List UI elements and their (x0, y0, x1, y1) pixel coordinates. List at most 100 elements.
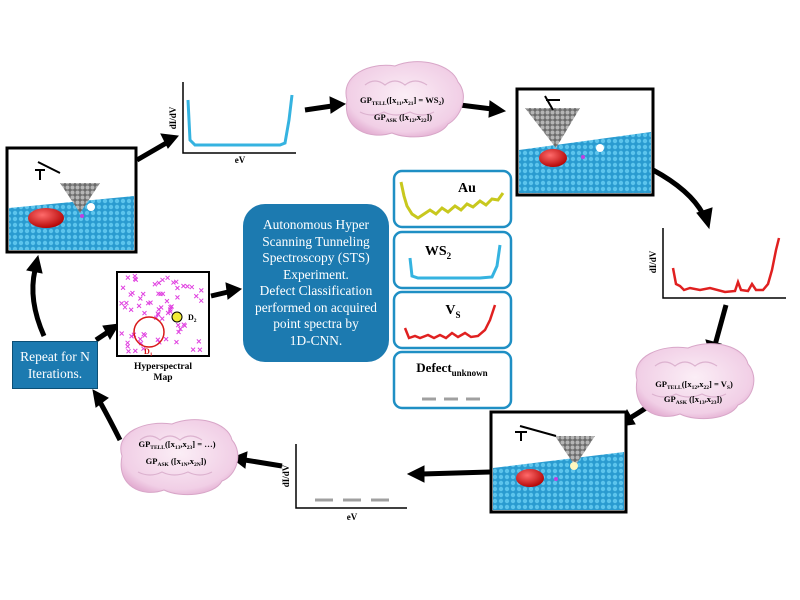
class-spectrum (399, 181, 505, 220)
stm-panel-top-right (515, 87, 655, 197)
class-panel-ws2: WS2 (392, 230, 513, 290)
description-line: Experiment. (283, 266, 349, 282)
map-marker (130, 290, 135, 296)
stm-tip (555, 436, 595, 466)
map-marker (164, 298, 170, 304)
map-marker (136, 303, 142, 309)
map-marker (141, 346, 146, 352)
defect-blob (539, 149, 567, 167)
arrow (244, 457, 283, 469)
d1-label: D1 (144, 347, 153, 358)
class-frame (392, 350, 513, 410)
arrow-head (230, 451, 248, 469)
map-marker (165, 310, 171, 316)
axes (295, 444, 407, 509)
arrow-head (329, 96, 347, 114)
spectrum-curve (671, 237, 781, 294)
arrow (712, 304, 729, 346)
class-label: Defectunknown (416, 360, 487, 378)
map-marker (185, 284, 190, 289)
map-marker (163, 336, 169, 342)
surface (493, 452, 624, 510)
axes (182, 82, 296, 154)
stm-tip (60, 183, 100, 213)
map-marker (122, 304, 128, 310)
spectrum-plot-1: dI/dV eV (168, 82, 296, 165)
map-marker (128, 307, 134, 313)
defect-blob (516, 469, 544, 487)
arrow (421, 469, 491, 477)
class-label: VS (445, 303, 460, 320)
d2-label: D2 (188, 313, 197, 324)
map-marker (155, 311, 161, 317)
y-axis-label: dI/dV (168, 106, 178, 129)
map-marker (129, 333, 134, 339)
description-line: Defect Classification (259, 283, 373, 298)
y-axis-label: dI/dV (648, 250, 658, 273)
x-axis-label: eV (235, 155, 246, 165)
defect-blob (28, 208, 64, 228)
map-marker (197, 347, 203, 353)
map-marker (137, 296, 143, 301)
spectrum-curve (186, 94, 294, 147)
map-marker (178, 326, 183, 332)
repeat-line: Iterations. (27, 366, 83, 381)
cantilever (37, 161, 61, 174)
description-line: 1D-CNN. (289, 332, 343, 348)
class-panel-vs: VS (392, 290, 513, 350)
map-marker (132, 273, 138, 279)
description-line: point spectra by (273, 316, 359, 331)
map-marker (174, 339, 179, 345)
description-line: Autonomous Hyper (262, 217, 369, 232)
arrow (651, 167, 706, 216)
adatom (87, 203, 95, 211)
map-marker (140, 291, 146, 297)
class-spectrum (403, 304, 497, 340)
arrow-head (92, 389, 109, 408)
map-marker (159, 316, 165, 321)
map-marker (169, 304, 175, 309)
class-label: WS2 (425, 244, 452, 261)
gp-ask-text: GPASK ([x12,x22]) (374, 112, 432, 124)
map-marker (158, 305, 164, 310)
gp-ask-text: GPASK ([x1N,x2N]) (146, 456, 207, 468)
arrow (94, 329, 110, 343)
map-marker (171, 280, 176, 285)
map-marker (119, 331, 125, 336)
hyperspectral-map: D2 D1 Hyperspectral Map (116, 271, 210, 383)
brain-shape (120, 419, 239, 496)
map-marker (167, 309, 173, 315)
arrow-head (160, 133, 179, 149)
repeat-iterations-box: Repeat for N Iterations. (12, 341, 98, 389)
map-marker (145, 300, 151, 306)
class-frame (392, 230, 513, 290)
arrow-head (26, 254, 43, 274)
spectrum-plot-2: dI/dV (648, 228, 786, 299)
description-line: Scanning Tunneling (262, 233, 370, 249)
map-marker (120, 285, 126, 291)
brain-shape (635, 343, 755, 420)
map-frame (116, 271, 210, 357)
map-marker (119, 300, 124, 306)
map-marker (142, 310, 147, 316)
gp-tell-text: GPTELL([x13,x23] = …) (138, 439, 215, 451)
map-marker (125, 275, 131, 280)
arrow-head (488, 100, 507, 118)
map-marker (190, 347, 196, 352)
cantilever (544, 95, 554, 111)
axes (662, 228, 786, 299)
defect-point-d2 (171, 311, 183, 323)
map-marker (158, 291, 163, 297)
gp-tell-text: GPTELL([x11,x21] = WS2) (360, 95, 444, 107)
arrow (135, 139, 170, 163)
brain-3: GPTELL([x13,x23] = …) GPASK ([x1N,x2N]) (120, 419, 239, 496)
gp-ask-text: GPASK ([x13,x23]) (664, 394, 722, 406)
surface (519, 132, 651, 193)
arrow (210, 289, 229, 299)
y-axis-label: dI/dV (281, 464, 291, 487)
map-marker (198, 298, 204, 304)
class-panel-unknown: Defectunknown (392, 350, 513, 410)
vacancy-marker (581, 155, 585, 159)
arrow-head (225, 282, 243, 300)
